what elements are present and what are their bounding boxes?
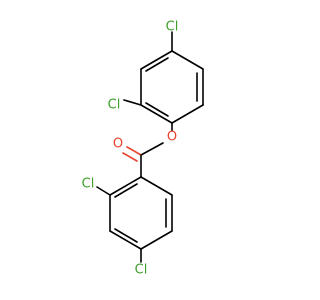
atom-o-carbonyl: O	[113, 137, 123, 152]
bond-o-to-carbonyl-c	[140, 142, 164, 156]
bond	[109, 230, 142, 250]
atom-cl-top: Cl	[166, 20, 179, 35]
bond	[140, 50, 173, 70]
carbonyl-double-bond	[122, 152, 138, 162]
bond-to-cl-left-lower	[96, 186, 111, 196]
bond	[140, 230, 173, 250]
molecule-diagram: Cl Cl O O Cl Cl	[82, 20, 204, 278]
bond	[109, 176, 142, 196]
double-bond-inner	[145, 102, 169, 117]
bond	[171, 50, 204, 70]
atom-cl-left-upper: Cl	[108, 98, 121, 113]
atom-cl-bottom: Cl	[135, 263, 148, 278]
double-bond-inner	[114, 228, 138, 243]
bond	[140, 176, 173, 196]
upper-ring	[140, 50, 204, 124]
carbonyl-double-bond	[126, 146, 142, 156]
bond-to-cl-left-upper	[123, 99, 142, 106]
atom-cl-left-lower: Cl	[82, 177, 95, 192]
atom-o-ester: O	[167, 130, 177, 145]
structure-svg: Cl Cl O O Cl Cl	[82, 20, 204, 278]
bond	[171, 104, 204, 124]
double-bond-inner	[145, 57, 169, 72]
bond	[140, 104, 173, 124]
lower-ring	[109, 176, 173, 250]
double-bond-inner	[114, 183, 138, 198]
